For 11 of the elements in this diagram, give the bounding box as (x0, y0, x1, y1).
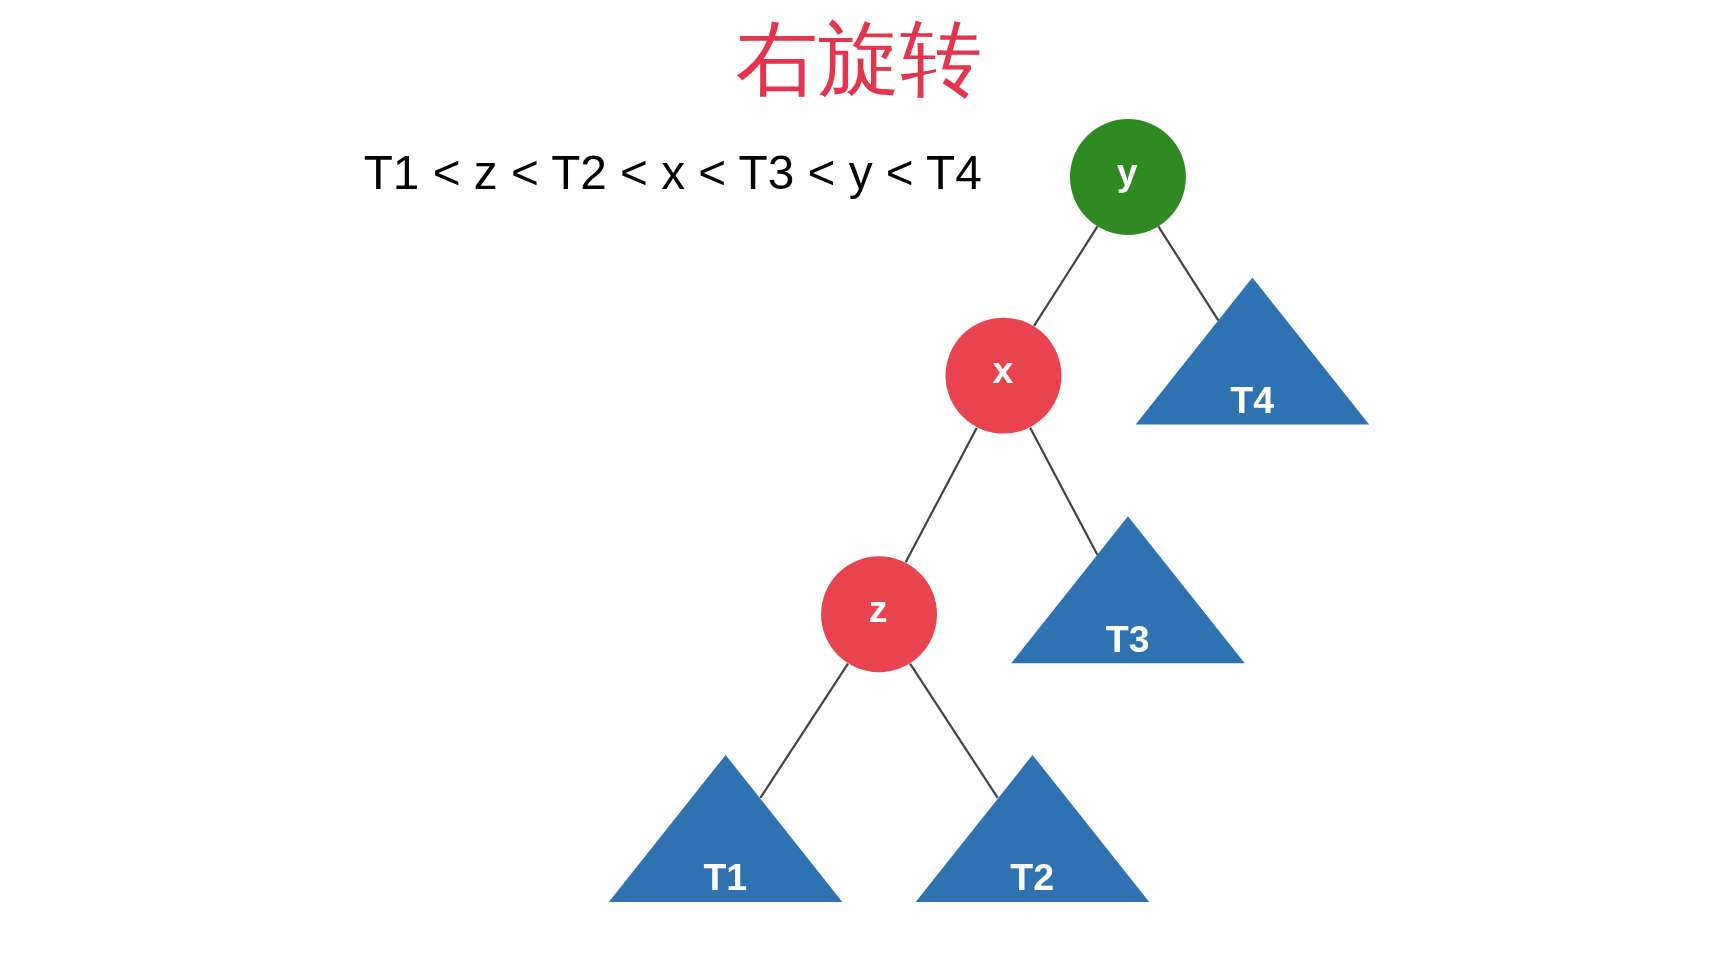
connector (1157, 225, 1220, 322)
connector (1029, 427, 1099, 556)
node-circle: z (821, 556, 937, 673)
connector (759, 663, 849, 799)
diagram-title: 右旋转 (736, 13, 982, 105)
connector (909, 663, 999, 799)
label: T1 < z < T2 < x < T3 < y < T4 (363, 145, 982, 199)
node-circle: x (945, 317, 1062, 434)
connector (1033, 225, 1099, 327)
node-circle: y (1070, 119, 1186, 235)
connector (904, 427, 978, 563)
